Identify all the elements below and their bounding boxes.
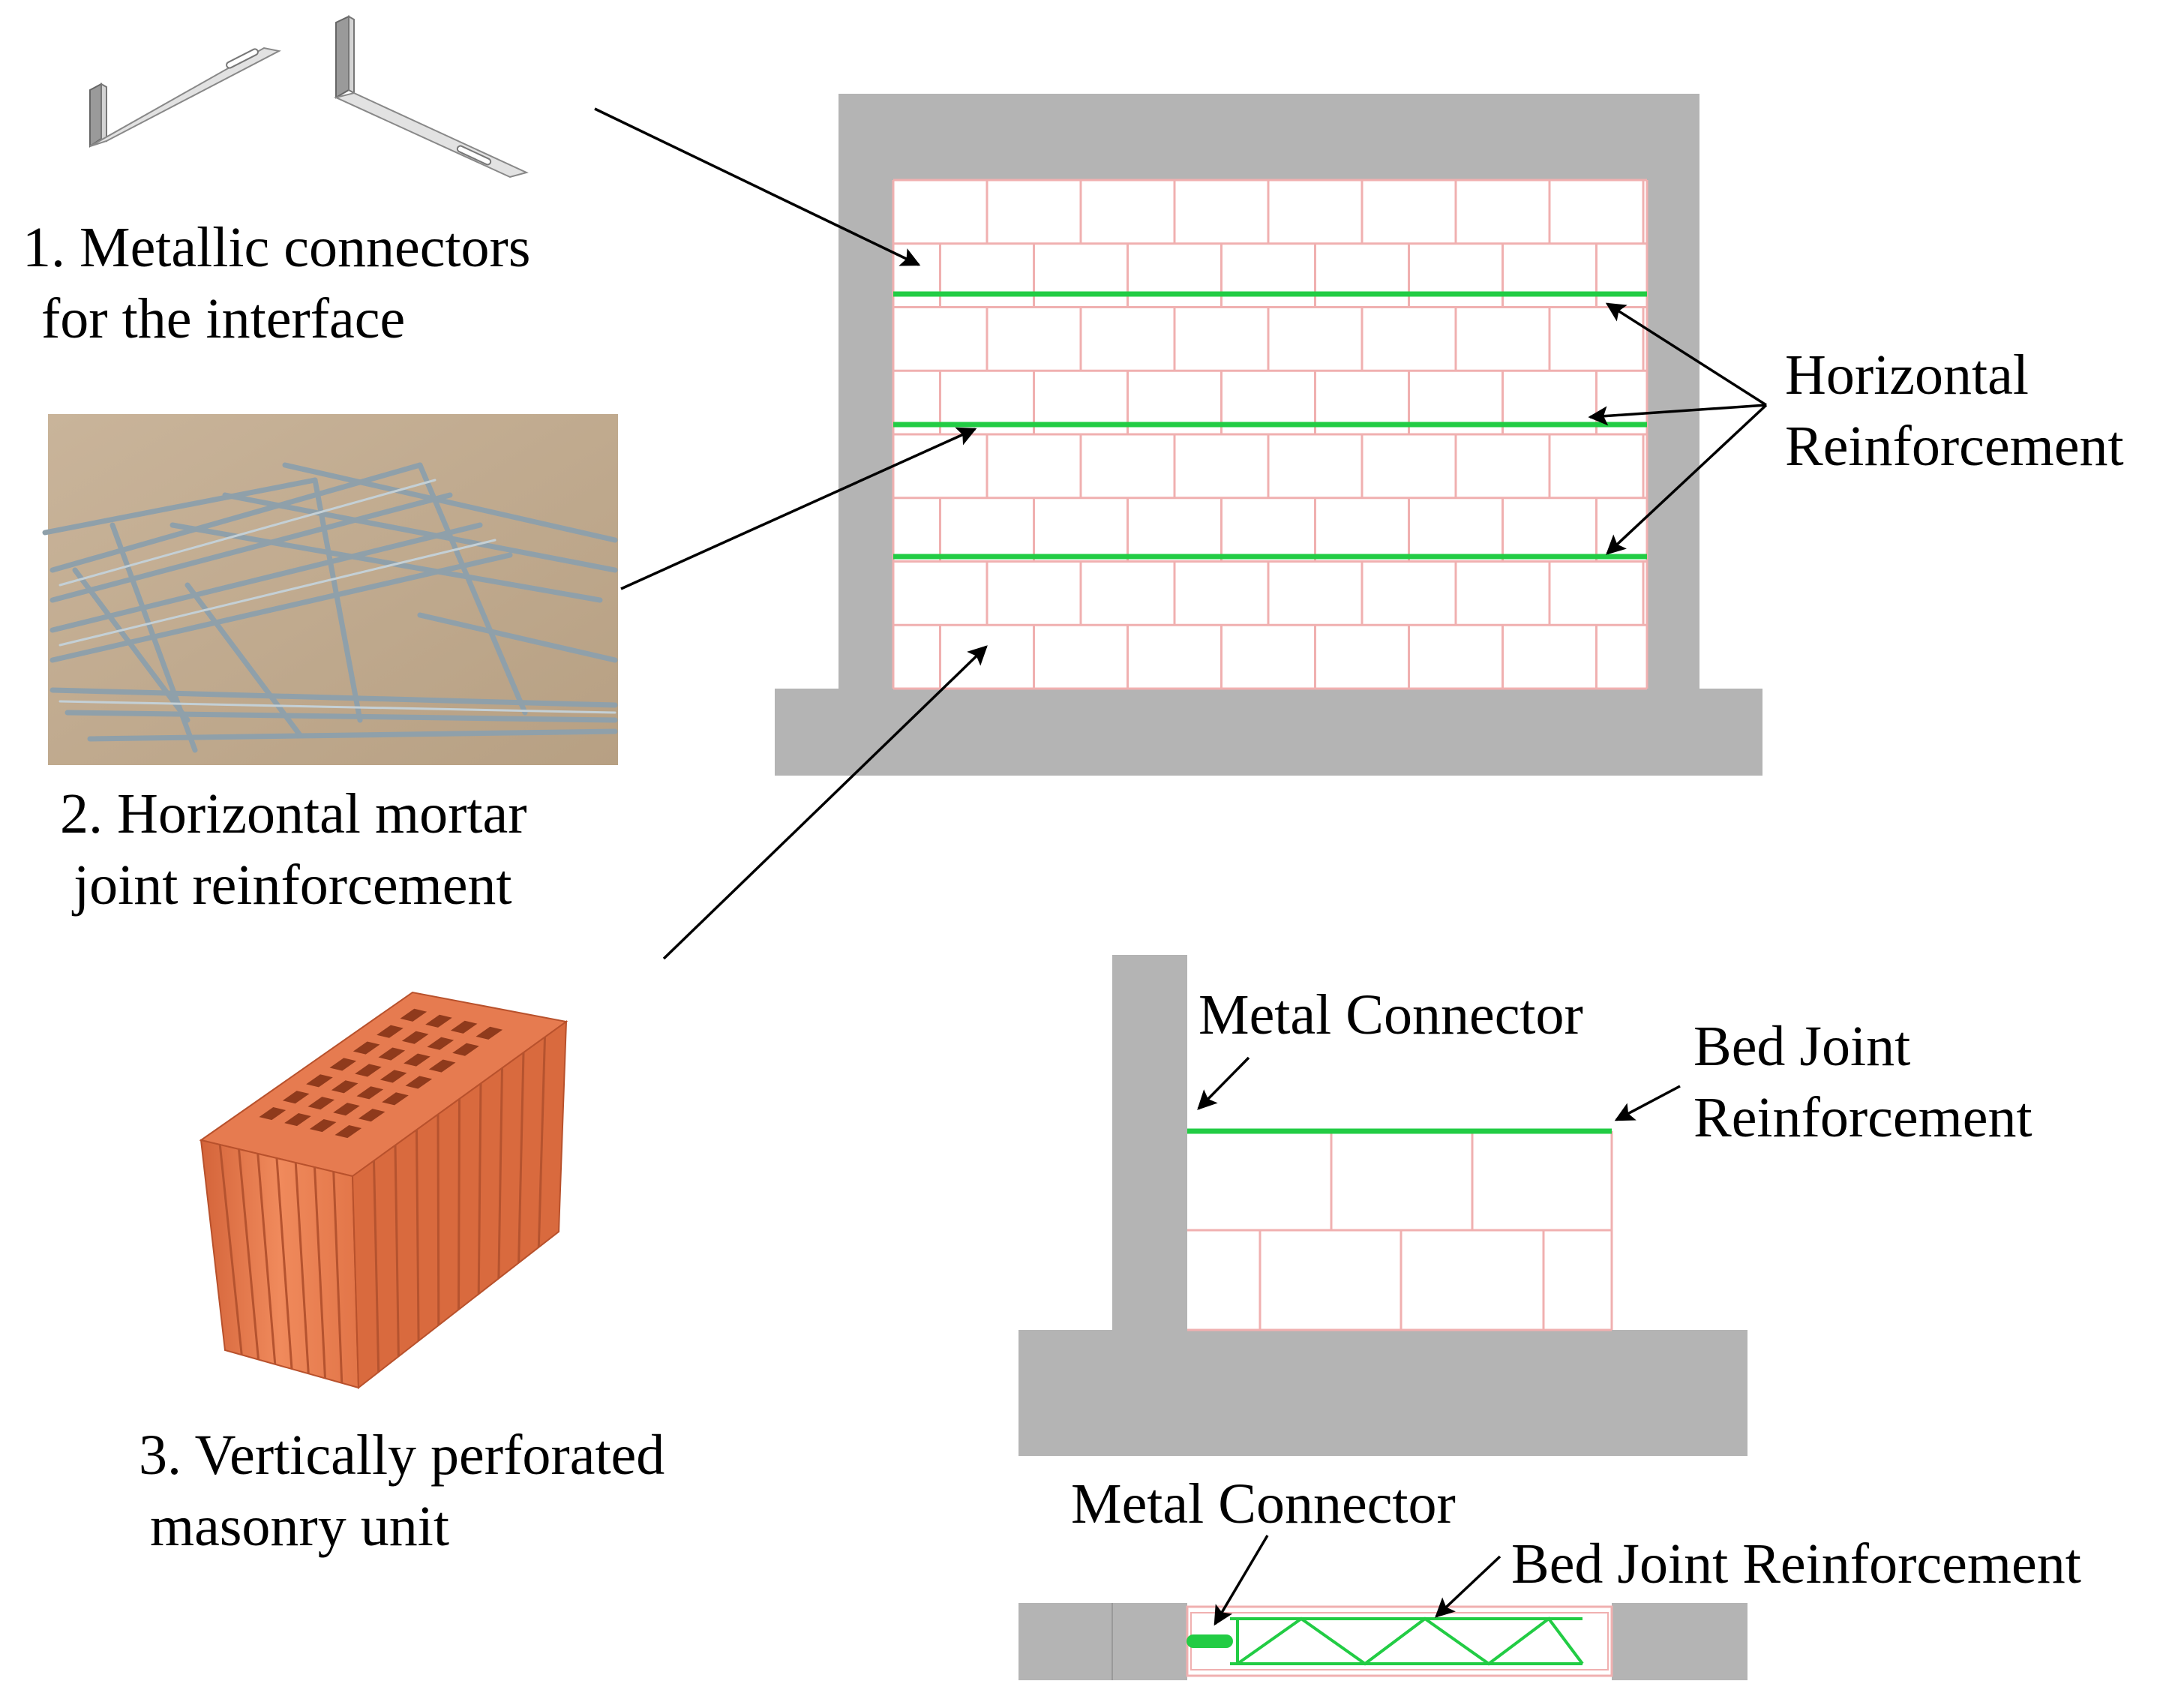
frame-left-column bbox=[838, 94, 893, 709]
label-metal-connector-elev: Metal Connector bbox=[1198, 983, 1583, 1046]
label-metal-connector-plan: Metal Connector bbox=[1071, 1472, 1456, 1535]
plan-column-right bbox=[1612, 1603, 1748, 1680]
arrow-bed-joint-plan bbox=[1435, 1555, 1502, 1618]
label-bed-joint-plan: Bed Joint Reinforcement bbox=[1511, 1532, 2081, 1595]
horizontal-reinforcement-bars bbox=[893, 291, 1647, 560]
metallic-connector-icon bbox=[89, 15, 529, 179]
plan-truss bbox=[1230, 1616, 1584, 1666]
label-item1-line1: 1. Metallic connectors bbox=[22, 216, 530, 279]
main-wall bbox=[775, 94, 1762, 776]
arrow-bed-joint-elev bbox=[1614, 1085, 1681, 1121]
label-item3-line2: masonry unit bbox=[150, 1495, 449, 1558]
label-item2-line2: joint reinforcement bbox=[71, 854, 512, 917]
arrow-unit bbox=[662, 645, 988, 960]
detail-column bbox=[1112, 955, 1187, 1337]
frame-right-column bbox=[1647, 94, 1700, 709]
detail-foundation bbox=[1018, 1330, 1748, 1456]
label-item2-line1: 2. Horizontal mortar bbox=[60, 782, 527, 845]
label-horizontal-line2: Reinforcement bbox=[1785, 415, 2124, 478]
arrow-mesh bbox=[620, 427, 977, 590]
arrow-metal-connector-elev bbox=[1197, 1056, 1250, 1110]
arrow-horiz-2 bbox=[1588, 404, 1767, 426]
foundation-beam bbox=[775, 689, 1762, 776]
plan-masonry bbox=[1186, 1605, 1613, 1677]
label-item1-line2: for the interface bbox=[41, 287, 405, 350]
perforated-brick-icon bbox=[199, 991, 568, 1390]
arrow-connector bbox=[594, 107, 921, 266]
plan-detail bbox=[1018, 1603, 1748, 1680]
frame-top-beam bbox=[838, 94, 1700, 180]
label-item3-line1: 3. Vertically perforated bbox=[139, 1424, 664, 1487]
mesh-reinforcement-photo bbox=[42, 414, 618, 765]
plan-column-left bbox=[1018, 1603, 1187, 1680]
label-bed-joint-line1: Bed Joint bbox=[1694, 1015, 1910, 1078]
plan-metal-connector bbox=[1186, 1634, 1233, 1648]
detail-masonry-joints bbox=[1187, 1131, 1613, 1331]
label-bed-joint-line2: Reinforcement bbox=[1694, 1086, 2032, 1149]
arrow-horiz-1 bbox=[1605, 302, 1767, 407]
label-horizontal-line1: Horizontal bbox=[1785, 344, 2029, 407]
arrow-horiz-3 bbox=[1606, 404, 1768, 555]
detail-elevation bbox=[1018, 955, 1748, 1456]
arrow-metal-connector-plan bbox=[1214, 1535, 1269, 1626]
leader-arrows bbox=[594, 107, 1768, 1626]
